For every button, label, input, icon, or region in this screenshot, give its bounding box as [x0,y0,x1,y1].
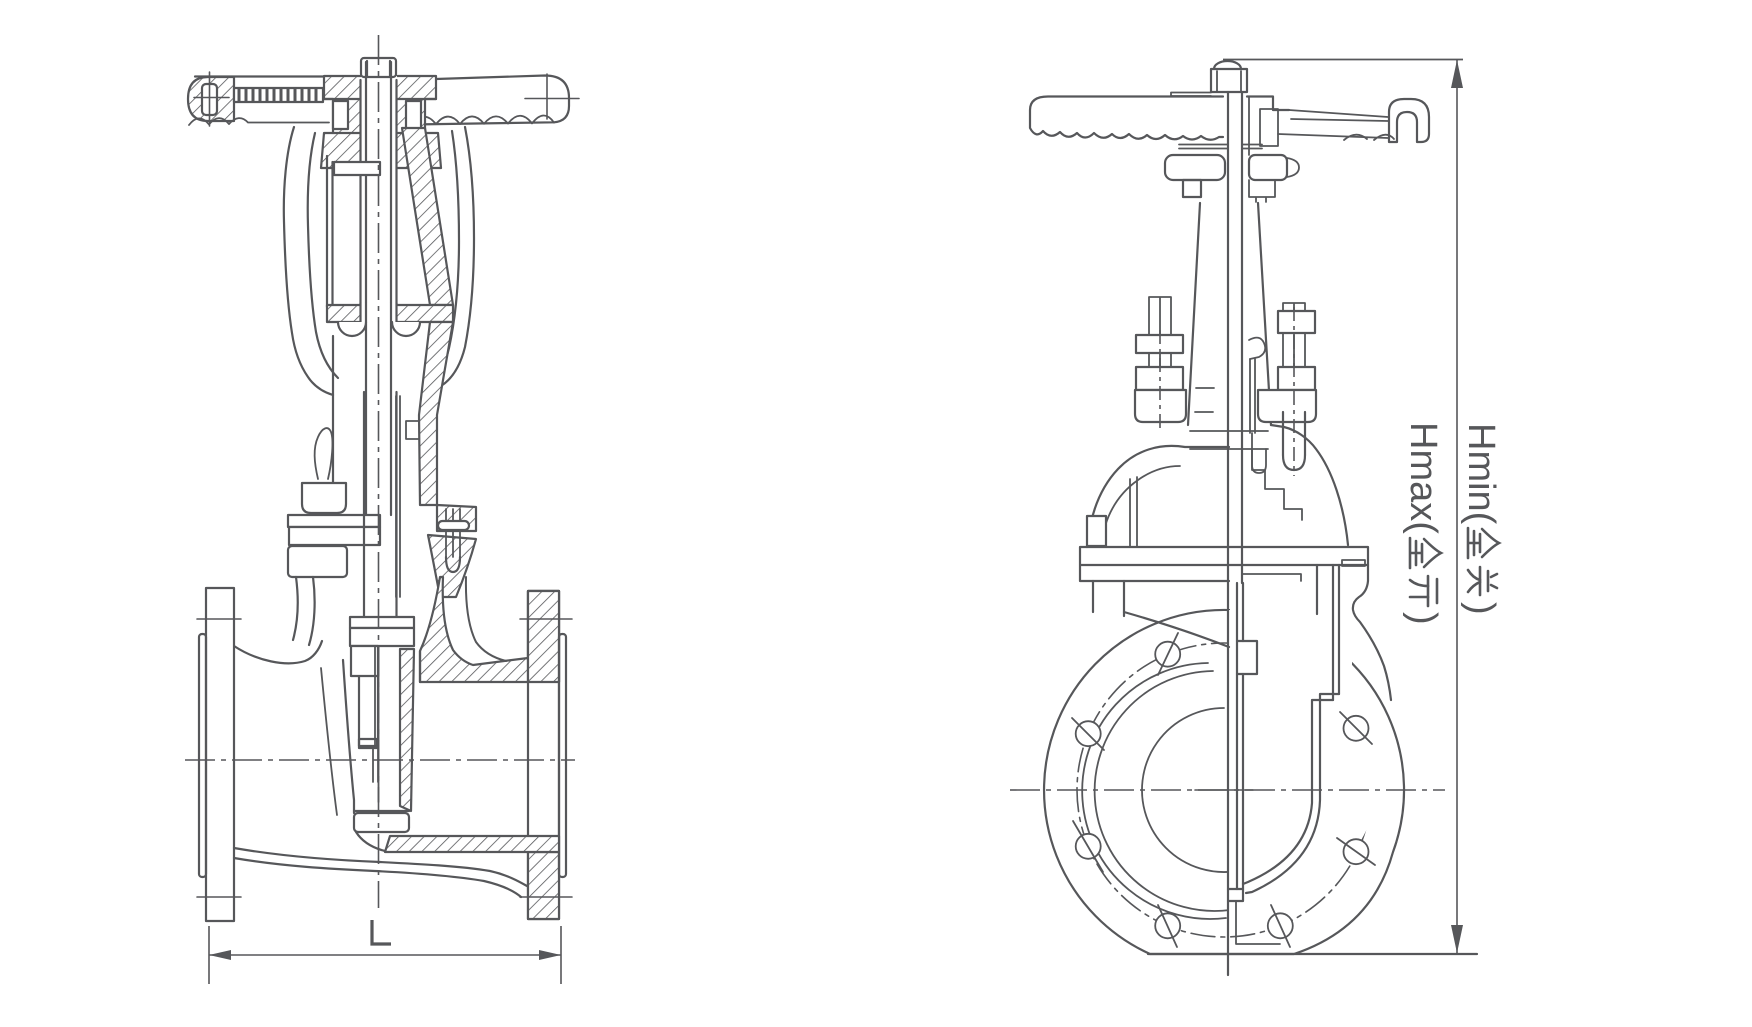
svg-text:Hmin(: Hmin( [1460,423,1502,525]
svg-text:): ) [1402,612,1444,625]
svg-text:): ) [1460,602,1502,615]
svg-text:Hmax(: Hmax( [1402,422,1444,534]
